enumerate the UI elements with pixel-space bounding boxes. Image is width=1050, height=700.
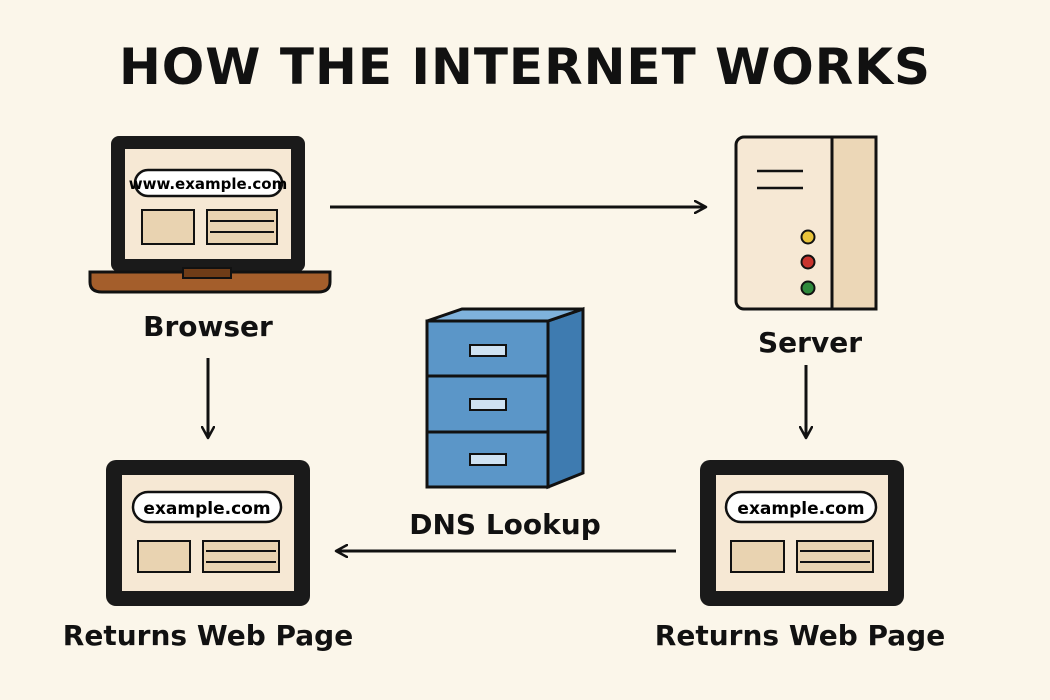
left-url-text: example.com	[143, 499, 270, 519]
right-url-bar	[724, 490, 878, 524]
server-led-green	[800, 280, 816, 296]
browser-url-text: www.example.com	[129, 175, 288, 193]
server-led-yellow	[800, 229, 816, 245]
tablet-icon-left: example.com	[106, 460, 310, 606]
tablet-icon-right: example.com	[700, 460, 904, 606]
returns-web-page-label-left: Returns Web Page	[62, 619, 354, 652]
laptop-icon: www.example.com	[88, 136, 332, 294]
left-url-bar	[131, 490, 283, 524]
browser-url-bar	[133, 168, 284, 198]
server-tower-icon	[734, 135, 878, 311]
dns-lookup-label: DNS Lookup	[409, 508, 601, 541]
right-url-text: example.com	[737, 499, 864, 519]
diagram-title: HOW THE INTERNET WORKS	[118, 38, 932, 96]
browser-label: Browser	[143, 310, 273, 343]
returns-web-page-label-right: Returns Web Page	[654, 619, 946, 652]
server-led-red	[800, 254, 816, 270]
filing-cabinet-icon	[425, 306, 585, 490]
server-label: Server	[757, 326, 862, 359]
